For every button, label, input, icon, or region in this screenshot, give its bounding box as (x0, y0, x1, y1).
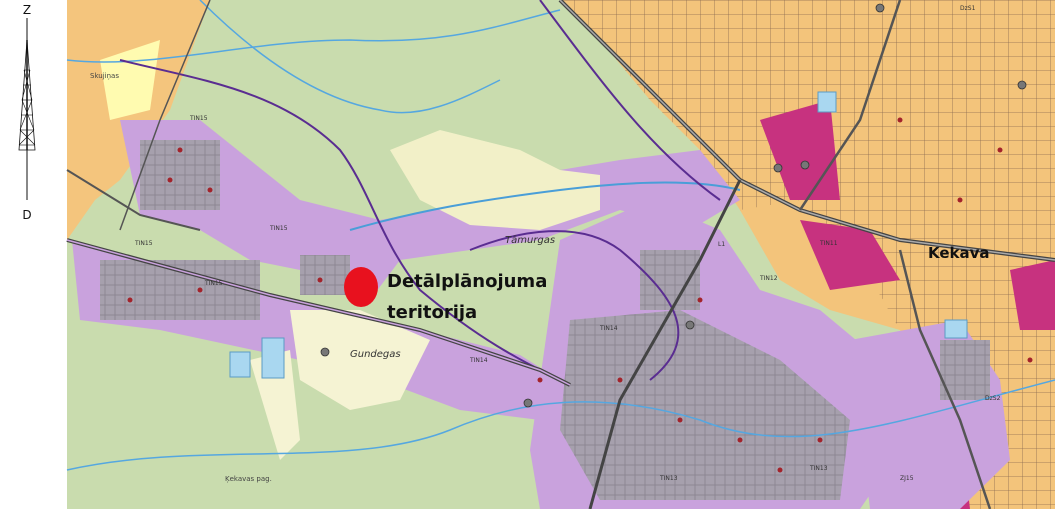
zone-code: TIN12 (759, 275, 778, 282)
dot-markers (127, 117, 1033, 473)
compass-south-label: D (22, 208, 31, 222)
zone-code: DzS2 (985, 395, 1001, 402)
road-west-vertical (119, 0, 211, 231)
pond-4 (944, 319, 968, 339)
zone-code: TIN14 (599, 325, 618, 332)
public-zone-1 (760, 100, 840, 200)
site-label-line1: Detālplānojuma (387, 271, 547, 292)
zone-code: TIN15 (134, 240, 153, 247)
pond-3 (817, 91, 837, 113)
grey-markers (320, 3, 1027, 408)
road-kekava-south (898, 249, 992, 509)
compass-margin (0, 0, 67, 509)
building-block-5 (640, 250, 700, 310)
road-west-secondary (66, 169, 201, 231)
zone-code: TIN15 (189, 115, 208, 122)
zone-code: TIN13 (659, 475, 678, 482)
river-label: Tāmurgas (505, 235, 555, 246)
building-block-3 (300, 255, 350, 295)
zone-code: ZJ15 (900, 475, 914, 482)
road-south (588, 179, 742, 509)
road-label: Gundegas (350, 349, 401, 360)
north-arrow-icon (18, 18, 36, 200)
zone-codes: TIN15 TIN15 TIN15 TIN14 TIN13 TIN12 TIN1… (134, 5, 1001, 482)
public-zone-2 (800, 220, 900, 290)
industrial-zone-north (120, 120, 740, 300)
site-marker-icon[interactable] (344, 267, 378, 307)
zone-code: TIN11 (819, 240, 838, 247)
zone-code: DzS1 (960, 5, 976, 12)
open-area-river (390, 130, 600, 230)
site-label-line2: teritorija (387, 302, 477, 323)
zone-code: TIN15 (269, 225, 288, 232)
forest-south (67, 380, 230, 509)
stream-mid (199, 0, 501, 114)
stream-south (66, 379, 1055, 471)
zone-code: TIN15 (204, 280, 223, 287)
town-label: Kekava (928, 244, 990, 262)
skujinas-label: Skujiņas (90, 72, 119, 81)
place-label-bottom: Ķekavas pag. (225, 475, 272, 484)
pond-1 (261, 337, 285, 379)
stream-north (66, 9, 561, 63)
tamurga-river (349, 181, 741, 231)
open-area-road (290, 310, 430, 410)
zone-code: TIN13 (809, 465, 828, 472)
pond-2 (229, 351, 251, 378)
boundary-line-1 (119, 59, 561, 381)
zone-code: L1 (718, 241, 725, 248)
road-north (798, 0, 902, 211)
boundary-line-3 (539, 0, 721, 201)
zone-code: TIN14 (469, 357, 488, 364)
building-block-6 (940, 340, 990, 400)
building-block-4 (560, 310, 850, 500)
compass-north-label: Z (23, 3, 31, 17)
boundary-line-2 (469, 230, 680, 381)
public-zone-3 (1010, 260, 1055, 330)
